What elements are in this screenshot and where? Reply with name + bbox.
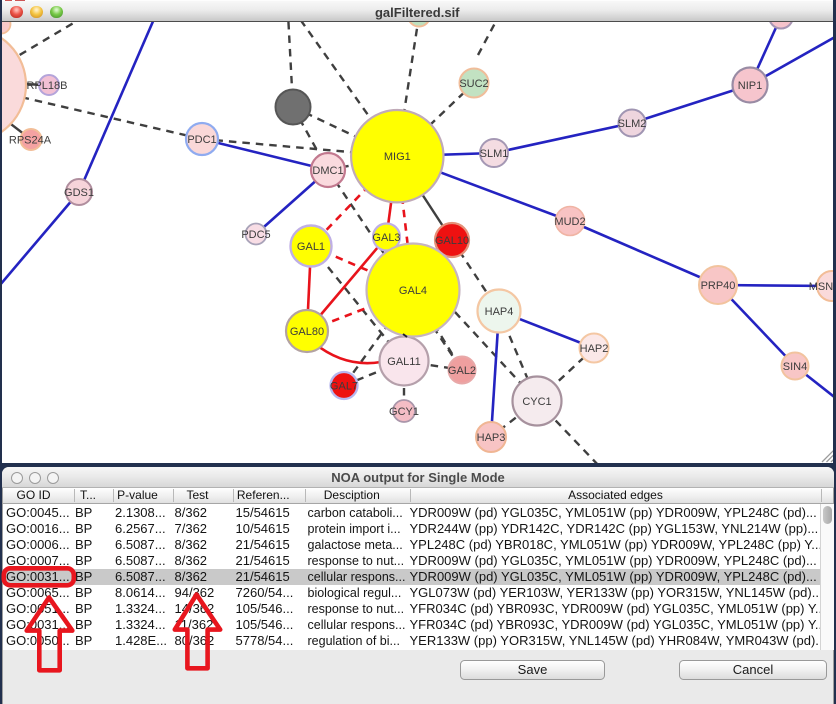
svg-text:GAL7: GAL7 xyxy=(330,381,358,393)
svg-text:PRP40: PRP40 xyxy=(701,280,736,292)
svg-text:SIN4: SIN4 xyxy=(783,361,807,373)
svg-text:GAL2: GAL2 xyxy=(448,365,476,377)
svg-text:GDS1: GDS1 xyxy=(64,187,94,199)
svg-text:MSN5: MSN5 xyxy=(809,281,833,293)
svg-text:GAL80: GAL80 xyxy=(290,326,324,338)
svg-text:CYC1: CYC1 xyxy=(522,396,551,408)
svg-text:HAP3: HAP3 xyxy=(477,432,506,444)
svg-text:SLM2: SLM2 xyxy=(618,118,647,130)
svg-text:PDC1: PDC1 xyxy=(187,134,216,146)
svg-text:PDC5: PDC5 xyxy=(241,229,270,241)
svg-text:RPS24A: RPS24A xyxy=(9,135,52,147)
svg-text:GAL11: GAL11 xyxy=(387,356,420,368)
svg-text:GAL1: GAL1 xyxy=(297,241,325,253)
svg-text:MIG1: MIG1 xyxy=(384,151,411,163)
svg-text:GCY1: GCY1 xyxy=(389,406,419,418)
svg-text:NIP1: NIP1 xyxy=(738,80,762,92)
svg-text:HAP4: HAP4 xyxy=(485,306,514,318)
svg-text:SLM1: SLM1 xyxy=(480,148,509,160)
svg-text:RPL18B: RPL18B xyxy=(27,80,68,92)
svg-text:HAP2: HAP2 xyxy=(580,343,609,355)
svg-text:GAL4: GAL4 xyxy=(399,285,427,297)
svg-text:DMC1: DMC1 xyxy=(312,165,343,177)
svg-text:GAL10: GAL10 xyxy=(435,235,469,247)
svg-text:GAL3: GAL3 xyxy=(372,232,400,244)
svg-text:MUD2: MUD2 xyxy=(554,216,585,228)
svg-text:SUC2: SUC2 xyxy=(459,78,488,90)
